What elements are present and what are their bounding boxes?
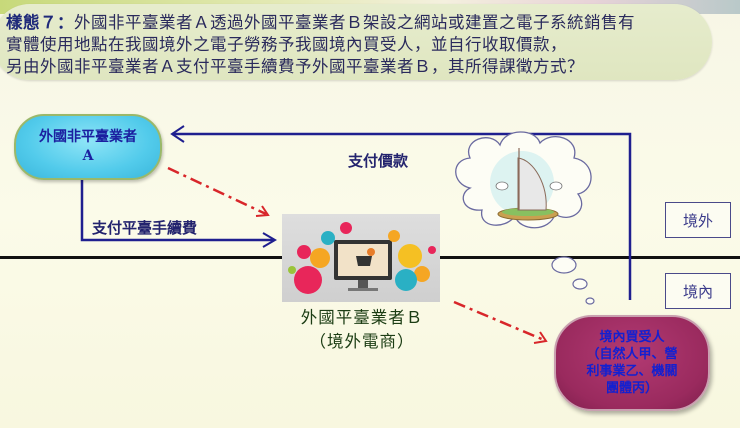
dashed-arrow-b-to-buyer [453, 300, 545, 342]
platform-fee-label: 支付平臺手續費 [92, 219, 198, 237]
payment-price-arrow [172, 132, 632, 300]
question-line-3: 另由外國非平臺業者Ａ支付平臺手續費予外國平臺業者Ｂ，其所得課徵方式？ [6, 57, 584, 76]
hotel-landmark-icon [490, 148, 563, 221]
question-label: 樣態７： [6, 13, 74, 32]
payment-price-label: 支付價款 [348, 152, 409, 170]
platform-fee-arrow [80, 180, 274, 242]
question-text: 樣態７：外國非平臺業者Ａ透過外國平臺業者Ｂ架設之網站或建置之電子系統銷售有 實體… [6, 12, 706, 78]
foreign-non-platform-operator-a: 外國非平臺業者 A [14, 114, 162, 180]
region-label-domestic: 境內 [665, 273, 731, 309]
dashed-arrow-a-to-b [167, 166, 267, 216]
question-banner: 樣態７：外國非平臺業者Ａ透過外國平臺業者Ｂ架設之網站或建置之電子系統銷售有 實體… [0, 4, 712, 80]
ecommerce-illustration [282, 214, 440, 302]
ecommerce-icon [288, 222, 436, 294]
region-label-offshore: 境外 [665, 202, 731, 238]
question-line-1: 樣態７：外國非平臺業者Ａ透過外國平臺業者Ｂ架設之網站或建置之電子系統銷售有 [6, 13, 635, 32]
domestic-buyer-node: 境內買受人 （自然人甲、營 利事業乙、機關 團體丙） [554, 315, 710, 411]
foreign-platform-operator-b: 外國平臺業者Ｂ （境外電商） [300, 308, 424, 351]
question-line-2: 實體使用地點在我國境外之電子勞務予我國境內買受人，並自行收取價款， [6, 35, 567, 54]
